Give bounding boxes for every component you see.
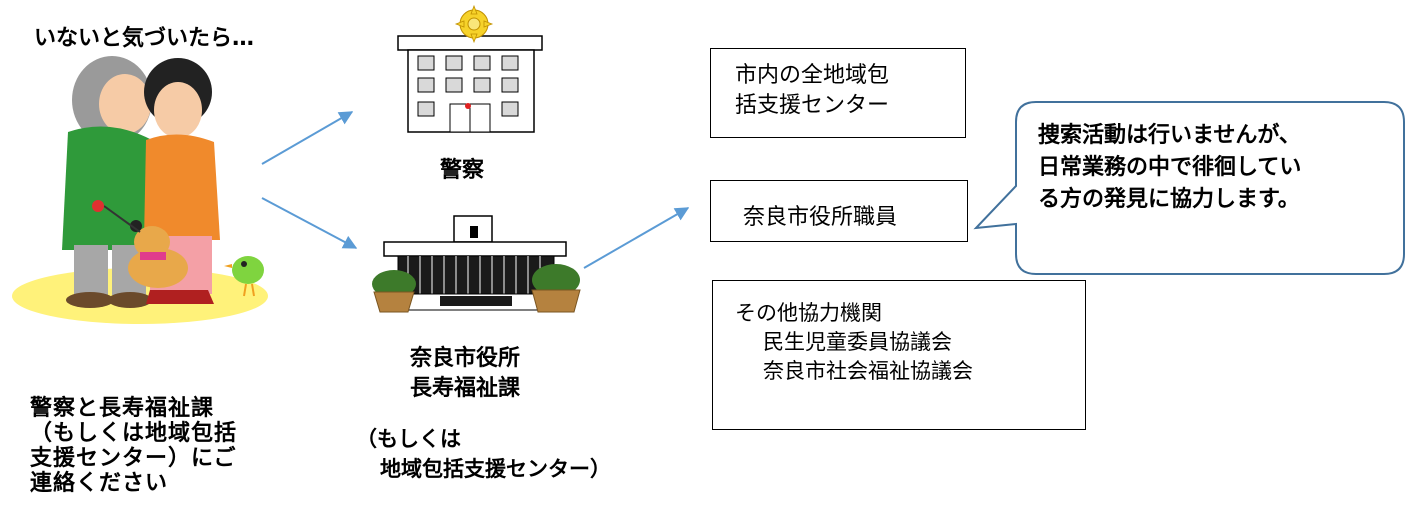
others-box: その他協力機関 民生児童委員協議会 奈良市社会福祉協議会 (712, 280, 1086, 430)
city-hall-label-line: 長寿福祉課 (410, 376, 521, 401)
callout-bubble (973, 101, 1405, 275)
staff-box-label: 奈良市役所職員 (743, 205, 898, 230)
centers-box: 市内の全地域包 括支援センター (710, 48, 966, 138)
callout-line: 日常業務の中で徘徊してい (1038, 155, 1302, 180)
intro-text: いないと気づいたら… (34, 26, 255, 51)
callout-text: 捜索活動は行いませんが、 日常業務の中で徘徊してい る方の発見に協力します。 (1038, 120, 1301, 216)
city-hall-label-line: 奈良市役所 (410, 346, 521, 371)
city-hall-building-icon (372, 215, 581, 313)
instruction-line: （もしくは地域包括 (30, 421, 238, 446)
callout-line: る方の発見に協力します。 (1038, 187, 1300, 212)
arrow-to-city-hall (261, 197, 358, 249)
centers-box-line: 括支援センター (735, 93, 890, 118)
city-hall-alt-line: （もしくは (356, 427, 461, 451)
elderly-couple-illustration (12, 56, 268, 324)
instruction-line: 警察と長寿福祉課 (30, 396, 215, 421)
callout-line: 捜索活動は行いませんが、 (1038, 123, 1301, 148)
staff-box: 奈良市役所職員 (710, 180, 968, 242)
instruction-line: 支援センター）にご (30, 446, 237, 471)
city-hall-alt-line: 地域包括支援センター） (380, 457, 611, 481)
city-hall-alt-label: （もしくは 地域包括支援センター） (356, 424, 611, 484)
centers-box-line: 市内の全地域包 (735, 63, 890, 88)
city-hall-label: 奈良市役所 長寿福祉課 (410, 344, 520, 404)
others-box-item: 奈良市社会福祉協議会 (763, 359, 973, 383)
others-box-title: その他協力機関 (735, 301, 882, 325)
arrow-to-cooperators (583, 207, 690, 269)
police-label: 警察 (440, 158, 485, 183)
instruction-text: 警察と長寿福祉課 （もしくは地域包括 支援センター）にご 連絡ください (30, 396, 237, 496)
instruction-line: 連絡ください (30, 471, 169, 496)
police-building-icon (397, 4, 543, 133)
others-box-item: 民生児童委員協議会 (763, 330, 952, 354)
arrow-to-police (261, 111, 354, 165)
